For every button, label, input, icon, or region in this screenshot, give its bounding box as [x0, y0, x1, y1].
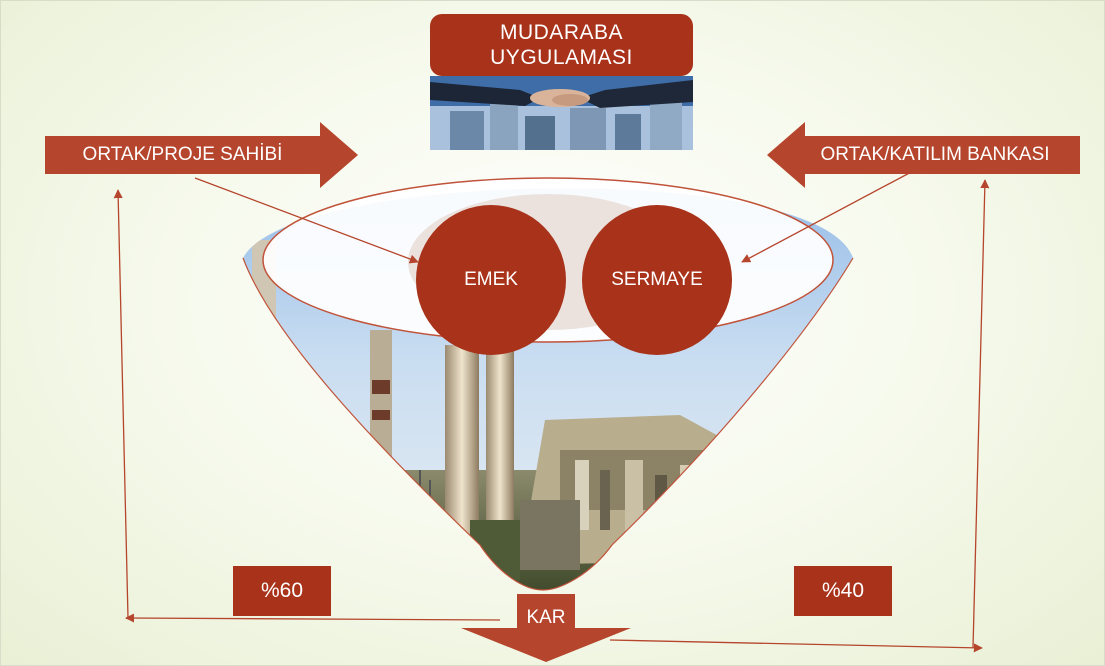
emek-circle — [416, 205, 566, 355]
left-party-label: ORTAK/PROJE SAHİBİ — [82, 144, 283, 165]
left-return-arrow — [113, 189, 129, 619]
right-return-arrow — [972, 179, 990, 649]
sermaye-label: SERMAYE — [611, 269, 703, 290]
profit-down-arrow — [461, 594, 631, 662]
right-party-label: ORTAK/KATILIM BANKASI — [820, 144, 1050, 165]
left-party-arrow — [45, 122, 358, 188]
title-box: MUDARABA UYGULAMASI — [430, 14, 693, 76]
funnel-outline — [242, 257, 854, 591]
emek-label: EMEK — [464, 269, 518, 290]
capital-flow-arrow — [741, 169, 916, 263]
handshake-skyline-image — [430, 76, 693, 150]
profit-left-arrow — [125, 613, 501, 623]
profit-label: KAR — [526, 607, 566, 628]
title-line-1: MUDARABA — [499, 21, 624, 44]
right-share-box: %40 — [794, 566, 892, 616]
labor-flow-arrow — [194, 177, 419, 264]
sermaye-circle — [582, 205, 732, 355]
title-line-2: UYGULAMASI — [490, 46, 633, 69]
profit-right-arrow — [609, 639, 983, 653]
right-party-arrow — [767, 122, 1080, 188]
left-share-box: %60 — [233, 566, 331, 616]
